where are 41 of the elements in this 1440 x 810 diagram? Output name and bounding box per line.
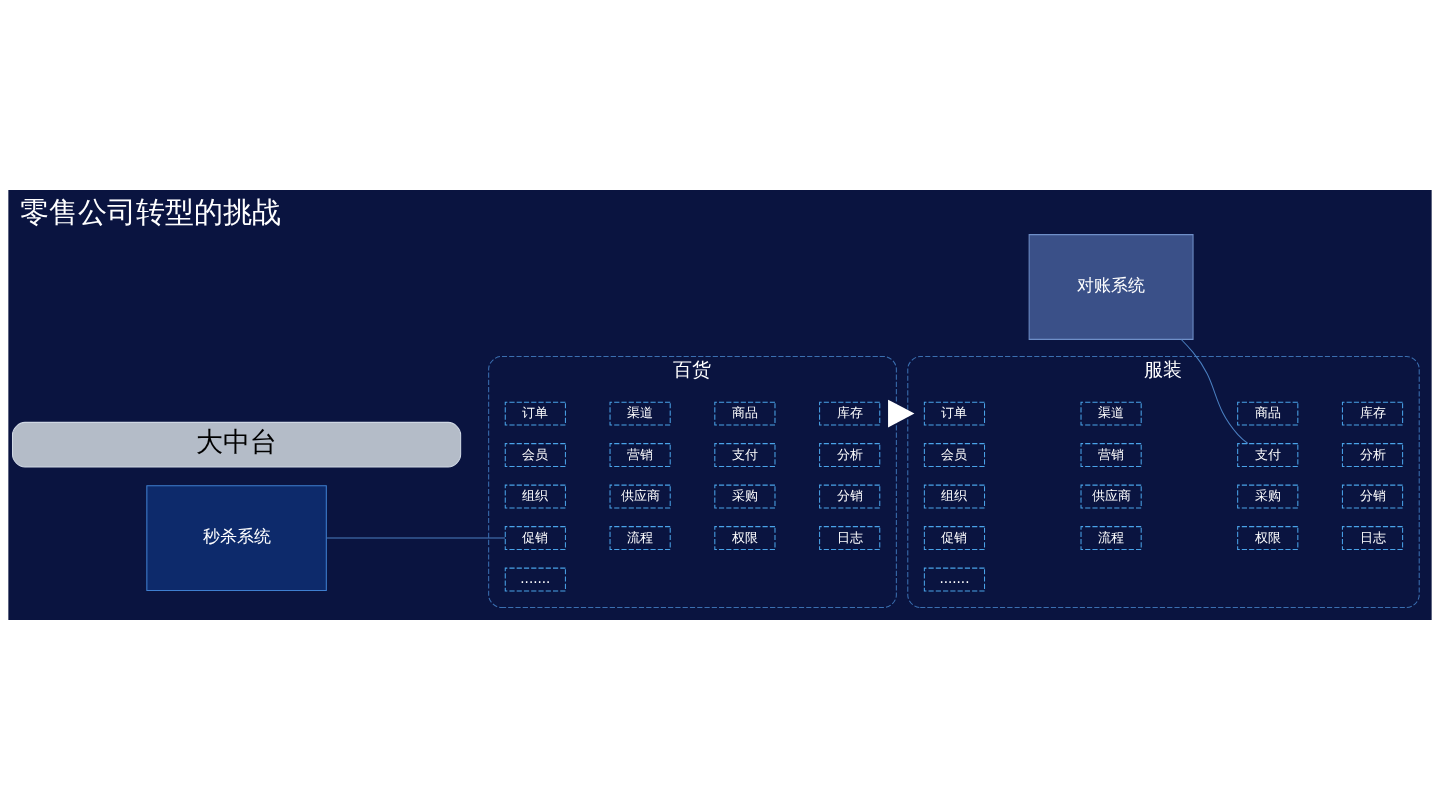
node-box: 支付: [1237, 443, 1299, 467]
connector: [326, 537, 506, 539]
connector: [1180, 339, 1249, 444]
node-box: 权限: [714, 526, 776, 550]
node-box: 组织: [504, 484, 566, 509]
node-box: 分销: [819, 484, 881, 509]
node-box: .......: [504, 567, 566, 592]
node-box: 库存: [1341, 401, 1404, 426]
node-box: 支付: [714, 443, 776, 467]
node-box: 会员: [504, 443, 566, 467]
node-box: 对账系统: [1028, 234, 1194, 340]
diagram-title: 零售公司转型的挑战: [19, 194, 281, 229]
node-box: 权限: [1237, 526, 1299, 550]
node-box: 流程: [1080, 526, 1142, 550]
node-box: 渠道: [609, 401, 671, 426]
node-box: 促销: [504, 526, 566, 550]
node-box: 采购: [714, 484, 776, 509]
node-box: 大中台: [12, 421, 462, 468]
node-box: 商品: [714, 401, 776, 426]
node-box: 订单: [923, 401, 986, 426]
node-box: 分销: [1341, 484, 1404, 509]
node-box: 订单: [504, 401, 566, 426]
node-box: 渠道: [1080, 401, 1142, 426]
node-box: 日志: [1341, 526, 1404, 550]
node-box: 商品: [1237, 401, 1299, 426]
arrow: [888, 399, 915, 428]
node-box: 供应商: [609, 484, 671, 509]
node-box: 秒杀系统: [146, 485, 327, 591]
node-box: 分析: [1341, 443, 1404, 467]
node-box: 流程: [609, 526, 671, 550]
node-box: 组织: [923, 484, 986, 509]
node-box: 日志: [819, 526, 881, 550]
node-box: 促销: [923, 526, 986, 550]
node-box: 供应商: [1080, 484, 1142, 509]
node-box: 库存: [819, 401, 881, 426]
node-box: 分析: [819, 443, 881, 467]
node-box: .......: [923, 567, 986, 592]
node-box: 会员: [923, 443, 986, 467]
node-box: 采购: [1237, 484, 1299, 509]
node-box: 营销: [1080, 443, 1142, 467]
node-box: 营销: [609, 443, 671, 467]
